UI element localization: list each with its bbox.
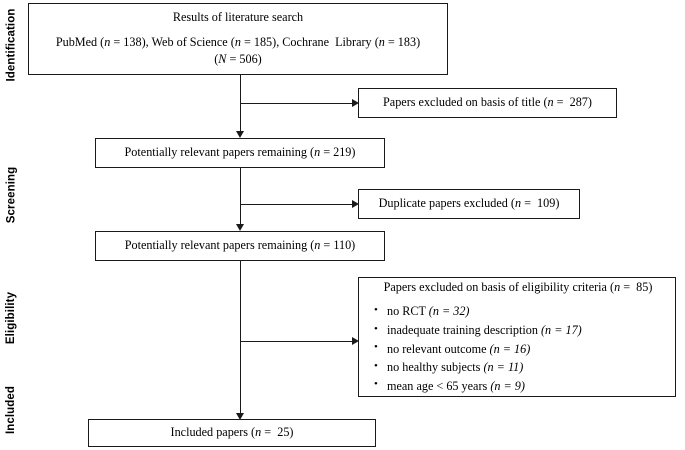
stage-label-screening-text: Screening xyxy=(5,166,18,224)
excluded-title-text: Papers excluded on basis of title (n = 2… xyxy=(383,95,592,110)
list-item: mean age < 65 years (n = 9) xyxy=(374,376,667,396)
stage-label-screening: Screening xyxy=(0,152,22,238)
stage-label-identification-text: Identification xyxy=(5,8,17,82)
connector-eligibility-trunk xyxy=(240,261,241,415)
remaining-110-text: Potentially relevant papers remaining (n… xyxy=(124,238,356,253)
excluded-duplicates-text: Duplicate papers excluded (n = 109) xyxy=(378,196,560,211)
eligibility-reason-list: no RCT (n = 32) inadequate training desc… xyxy=(369,302,667,395)
remaining-219-text: Potentially relevant papers remaining (n… xyxy=(124,145,356,160)
box-included-papers: Included papers (n = 25) xyxy=(88,419,376,447)
search-results-title: Results of literature search xyxy=(172,9,304,24)
stage-label-included-text: Included xyxy=(5,385,17,435)
arrow-to-excluded-eligibility xyxy=(352,337,359,345)
connector-branch-excluded-eligibility xyxy=(240,341,353,342)
stage-label-eligibility-text: Eligibility xyxy=(5,291,17,345)
connector-branch-excluded-title xyxy=(240,103,353,104)
included-papers-text: Included papers (n = 25) xyxy=(170,425,294,440)
arrow-to-excluded-title xyxy=(352,99,359,107)
arrow-to-remaining-110 xyxy=(236,224,244,231)
box-excluded-title: Papers excluded on basis of title (n = 2… xyxy=(358,88,617,118)
search-results-sources: PubMed (n = 138), Web of Science (n = 18… xyxy=(55,34,421,49)
list-item: no RCT (n = 32) xyxy=(374,302,667,321)
list-item: no relevant outcome (n = 16) xyxy=(374,339,667,359)
list-item: no healthy subjects (n = 11) xyxy=(374,358,667,377)
arrow-to-included-papers xyxy=(236,413,244,420)
box-excluded-duplicates: Duplicate papers excluded (n = 109) xyxy=(358,189,580,219)
stage-label-included: Included xyxy=(0,374,22,446)
box-remaining-110: Potentially relevant papers remaining (n… xyxy=(95,231,385,261)
connector-branch-excluded-duplicates xyxy=(240,204,353,205)
stage-label-eligibility: Eligibility xyxy=(0,275,22,361)
search-results-total: (N = 506) xyxy=(214,52,262,67)
stage-label-identification: Identification xyxy=(0,0,22,90)
arrow-to-remaining-219 xyxy=(236,131,244,138)
connector-screening-trunk xyxy=(240,168,241,226)
box-search-results: Results of literature search PubMed (n =… xyxy=(28,3,448,75)
excluded-eligibility-title: Papers excluded on basis of eligibility … xyxy=(383,279,653,294)
connector-identification-trunk xyxy=(240,75,241,133)
arrow-to-excluded-duplicates xyxy=(352,200,359,208)
box-remaining-219: Potentially relevant papers remaining (n… xyxy=(95,138,385,168)
box-excluded-eligibility: Papers excluded on basis of eligibility … xyxy=(358,277,676,397)
list-item: inadequate training description (n = 17) xyxy=(374,321,667,340)
